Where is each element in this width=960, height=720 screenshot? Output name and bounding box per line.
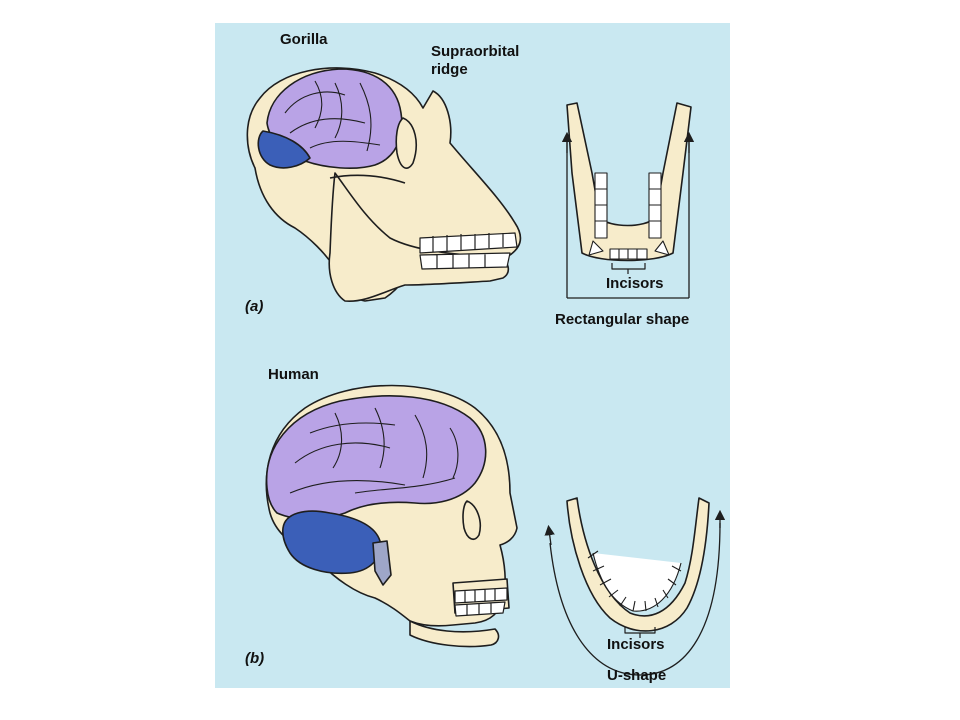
human-lower-teeth bbox=[454, 601, 506, 617]
u-shape-label: U-shape bbox=[607, 667, 667, 684]
supraorbital-ridge-label-line2: ridge bbox=[431, 61, 468, 78]
gorilla-incisor-bracket bbox=[611, 263, 646, 274]
gorilla-jaw bbox=[328, 172, 510, 302]
panel-a-letter: (a) bbox=[245, 298, 264, 315]
human-brainstem bbox=[372, 540, 392, 586]
figure-illustration bbox=[246, 67, 726, 676]
gorilla-mandible-left-teeth bbox=[594, 172, 608, 239]
human-mandible-bone bbox=[566, 497, 710, 632]
gorilla-mandible bbox=[561, 102, 695, 299]
gorilla-canine-teeth bbox=[588, 240, 670, 256]
human-orbit bbox=[462, 500, 482, 540]
human-jaw bbox=[409, 620, 500, 648]
rectangular-shape-label: Rectangular shape bbox=[555, 311, 690, 328]
human-incisor-bracket bbox=[624, 627, 656, 638]
gorilla-zygomatic-arch bbox=[329, 174, 406, 184]
human-mandible bbox=[544, 497, 726, 676]
gorilla-mandible-right-teeth bbox=[648, 172, 662, 239]
gorilla-rectangular-shape-bracket bbox=[566, 135, 690, 299]
human-upper-teeth bbox=[454, 587, 508, 604]
panel-b-letter: (b) bbox=[245, 650, 265, 667]
gorilla-cerebellum bbox=[257, 130, 311, 169]
gorilla-incisors-label: Incisors bbox=[606, 275, 664, 292]
human-cerebrum-folds bbox=[289, 407, 459, 494]
gorilla-label: Gorilla bbox=[280, 31, 328, 48]
gorilla-lower-teeth bbox=[419, 252, 511, 270]
human-label: Human bbox=[268, 366, 319, 383]
gorilla-orbit bbox=[395, 117, 417, 169]
skull-comparison-figure: Gorilla Supraorbital ridge Incisors Rect… bbox=[215, 23, 730, 688]
human-u-shape-arc bbox=[549, 522, 721, 676]
gorilla-incisor-teeth bbox=[609, 248, 648, 260]
human-skull bbox=[265, 384, 518, 648]
human-cerebellum bbox=[282, 510, 382, 575]
gorilla-cerebrum-folds bbox=[284, 80, 381, 152]
human-mandible-teeth bbox=[587, 550, 682, 612]
gorilla-upper-teeth bbox=[419, 232, 518, 254]
supraorbital-ridge-label-line1: Supraorbital bbox=[431, 43, 520, 60]
gorilla-skull bbox=[246, 67, 522, 302]
human-incisors-label: Incisors bbox=[607, 636, 665, 653]
gorilla-mandible-bone bbox=[566, 102, 692, 262]
